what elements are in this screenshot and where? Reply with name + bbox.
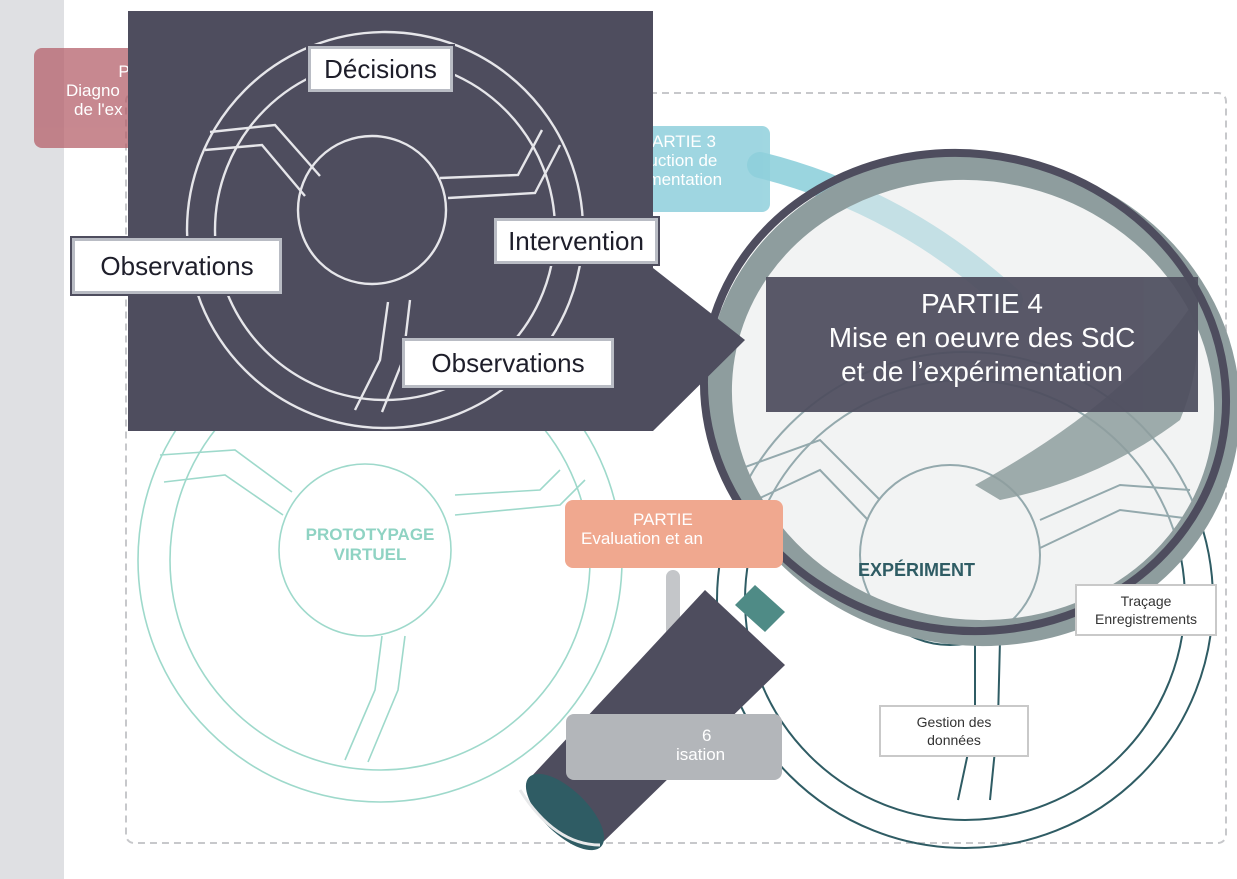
decisions-label: Décisions (308, 46, 453, 92)
experimentation-label: EXPÉRIMENT (858, 560, 1018, 581)
observations-left-text: Observations (100, 250, 254, 281)
partie1-line1: P (118, 62, 130, 81)
observations-bottom-text: Observations (431, 347, 585, 378)
partie3-line3: rimentation (638, 170, 723, 189)
partie6-line1: 6 (702, 726, 712, 745)
tracage-line2: Enregistrements (1095, 611, 1197, 627)
prototypage-line1: PROTOTYPAGE (305, 525, 435, 544)
observations-bottom-label: Observations (402, 338, 614, 388)
partie5-line2: Evaluation et an (581, 529, 703, 548)
intervention-label: Intervention (494, 218, 658, 264)
partie6-line2: isation (676, 745, 726, 764)
gestion-line1: Gestion des (916, 714, 992, 730)
dashed-frame (125, 92, 1227, 844)
observations-left-label: Observations (72, 238, 282, 294)
partie4-box: PARTIE 4 Mise en oeuvre des SdC et de l’… (766, 277, 1198, 412)
gestion-line2: données (927, 732, 981, 748)
partie5-pill: PARTIE Evaluation et an (565, 500, 783, 568)
partie6-pill: 6 isation (566, 714, 782, 780)
partie1-line3: de l'ex (74, 100, 123, 119)
prototypage-line2: VIRTUEL (333, 544, 407, 564)
gestion-tag: Gestion des données (879, 705, 1029, 757)
intervention-text: Intervention (508, 225, 644, 256)
partie5-line1: PARTIE (633, 510, 693, 529)
partie4-title: PARTIE 4 (921, 288, 1043, 319)
partie4-line2: et de l’expérimentation (841, 356, 1123, 387)
partie3-line2: truction de (638, 151, 718, 170)
tracage-line1: Traçage (1120, 593, 1172, 609)
partie4-line1: Mise en oeuvre des SdC (828, 322, 1136, 353)
partie1-line2: Diagno (66, 81, 120, 100)
prototypage-label: PROTOTYPAGE VIRTUEL (285, 525, 455, 564)
tracage-tag: Traçage Enregistrements (1075, 584, 1217, 636)
experimentation-text: EXPÉRIMENT (858, 560, 976, 580)
decisions-text: Décisions (324, 53, 437, 84)
partie3-line1: ARTIE 3 (652, 132, 716, 151)
